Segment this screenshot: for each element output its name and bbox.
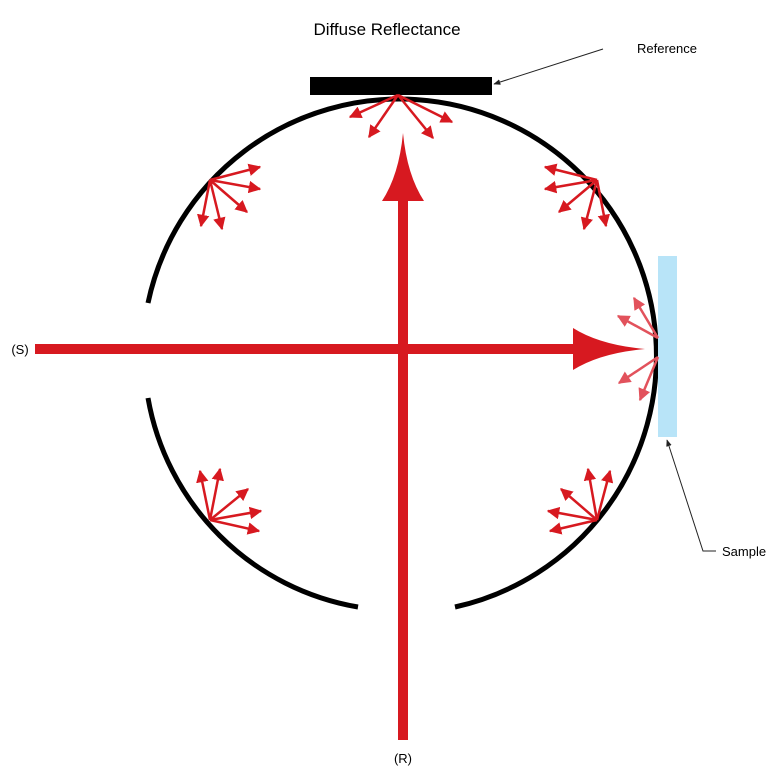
scattered-light-arrow-lower-left-5 [209, 518, 261, 535]
scattered-light-arrow-lower-right-5 [548, 518, 598, 535]
scattered-light-arrow-lower-left-3 [209, 488, 249, 521]
reference-plate [310, 77, 492, 95]
source-port-label: (S) [11, 342, 28, 357]
scattered-light-arrow-upper-right-4 [580, 179, 599, 231]
scattered-light-arrow-lower-right-4 [546, 506, 598, 522]
scattered-light-arrow-upper-right-1 [543, 163, 598, 182]
reference-leader-line [493, 48, 604, 85]
reference-beam-arrowhead [382, 133, 424, 201]
scattered-light-arrow-lower-left-1 [196, 469, 212, 521]
scattered-light-arrow-sample-lower-2 [638, 356, 660, 402]
scattered-light-arrow-sample-upper-1 [632, 296, 660, 339]
integrating-sphere-lower-left-arc [145, 397, 359, 610]
reference-port-label: (R) [394, 751, 412, 766]
sample-beam [35, 344, 580, 354]
scattered-light-arrow-lower-right-3 [560, 488, 598, 521]
integrating-sphere-upper-arc [145, 96, 659, 610]
scattered-light-arrow-sample-upper-2 [616, 314, 659, 340]
scattered-light-arrow-reference-1 [348, 93, 399, 119]
scattered-light-arrow-upper-left-5 [197, 179, 212, 228]
sample-label: Sample [722, 544, 766, 559]
scattered-light-arrow-upper-left-2 [209, 178, 262, 194]
scattered-light-arrow-upper-right-2 [543, 178, 598, 194]
scattered-light-arrow-lower-left-2 [208, 467, 224, 521]
scattered-light-arrow-lower-right-2 [583, 467, 599, 521]
scattered-light-arrow-lower-right-1 [595, 469, 614, 521]
sample-plate [658, 256, 677, 437]
scattered-light-arrow-upper-left-4 [208, 179, 226, 231]
scattered-light-arrow-upper-right-3 [558, 179, 598, 213]
scattered-light-arrow-reference-2 [367, 94, 400, 139]
scattered-light-arrow-reference-3 [397, 94, 434, 139]
sample-beam-arrowhead [573, 328, 645, 370]
diagram-title: Diffuse Reflectance [313, 20, 460, 39]
reference-label: Reference [637, 41, 697, 56]
scattered-light-arrow-sample-lower-1 [617, 355, 659, 385]
scattered-light-arrow-upper-left-3 [209, 179, 248, 213]
scattered-light-arrow-lower-left-4 [209, 506, 263, 522]
scattered-light-arrow-upper-left-1 [209, 163, 262, 182]
scattered-light-arrow-reference-4 [397, 93, 454, 124]
reference-beam [398, 195, 408, 740]
scattered-light-arrow-upper-right-5 [595, 179, 610, 228]
sample-leader-line [666, 439, 716, 552]
